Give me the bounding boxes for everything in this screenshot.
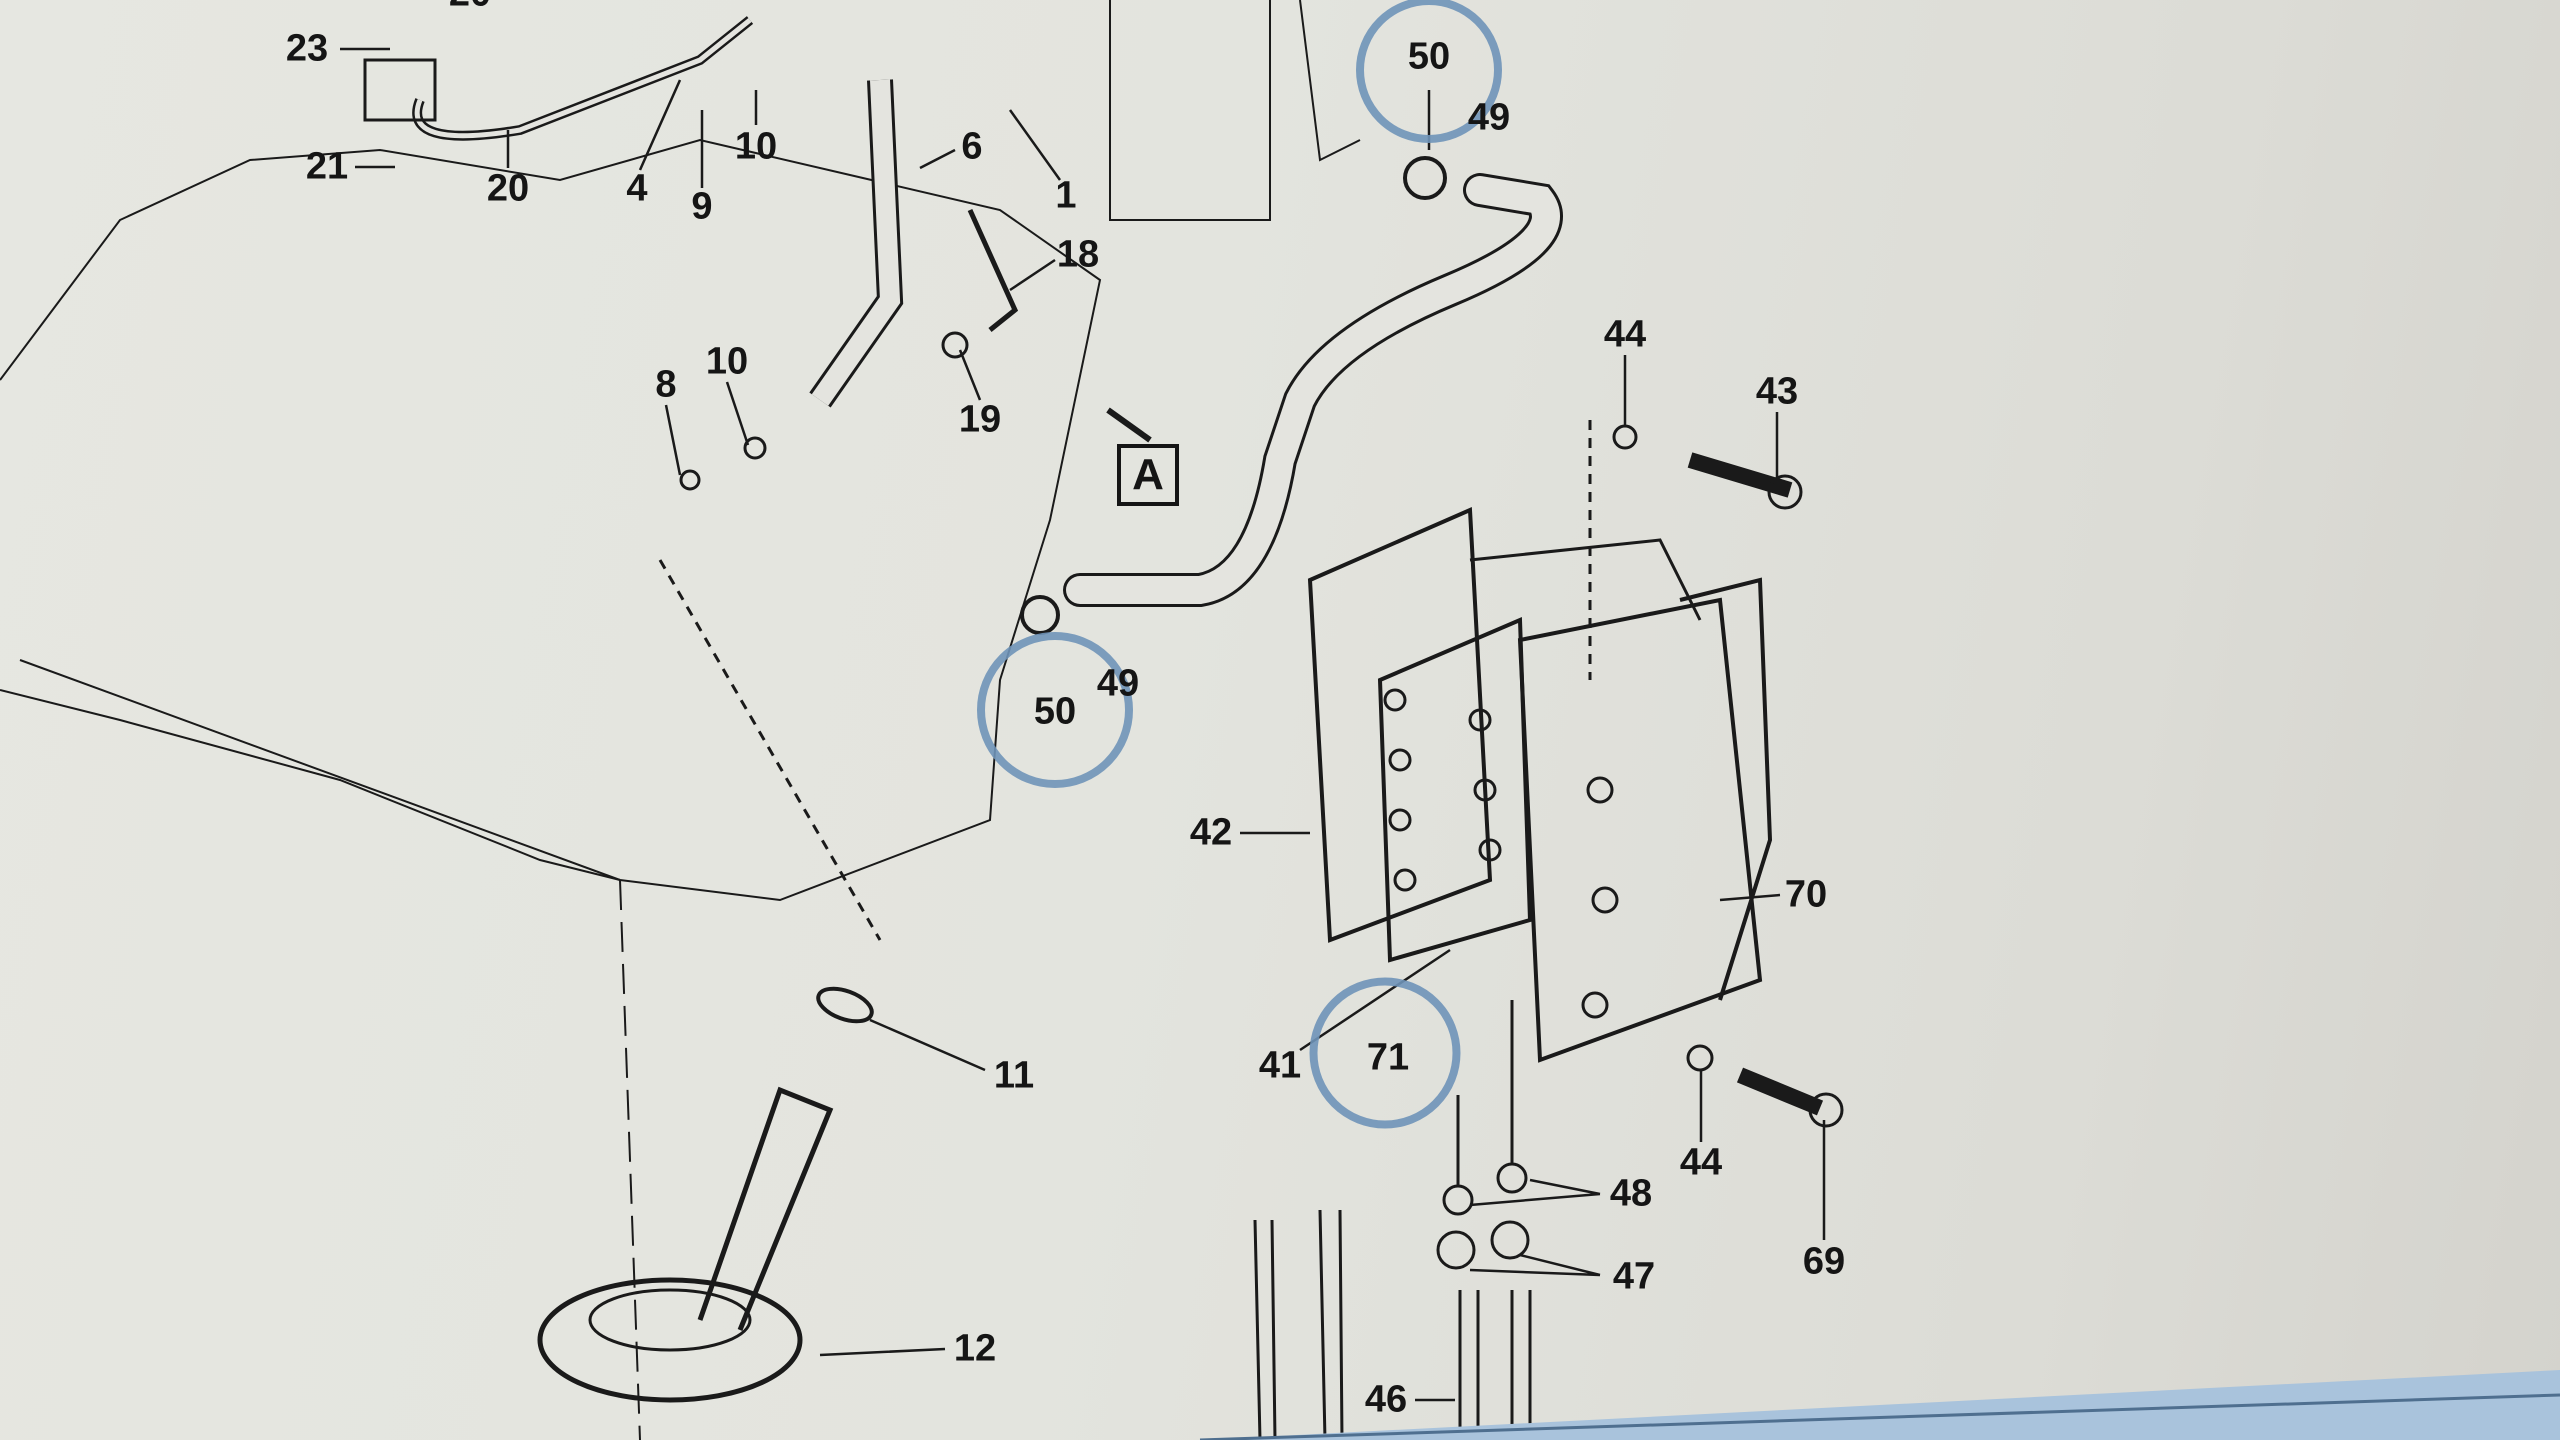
callout-4[interactable]: 4 (626, 167, 648, 210)
bracket-42 (1307, 507, 1493, 943)
view-marker-a[interactable]: A (1117, 444, 1179, 506)
callout-69[interactable]: 69 (1802, 1240, 1846, 1283)
callout-49-mid[interactable]: 49 (1096, 662, 1140, 705)
callout-70[interactable]: 70 (1784, 873, 1828, 916)
unit-70 (1517, 597, 1763, 1063)
callout-43[interactable]: 43 (1755, 370, 1799, 413)
highlight-ring-50-mid (977, 632, 1133, 788)
callout-46[interactable]: 46 (1364, 1378, 1408, 1421)
callout-19[interactable]: 19 (958, 398, 1002, 441)
callout-42[interactable]: 42 (1189, 811, 1233, 854)
callout-20[interactable]: 20 (486, 167, 530, 210)
highlight-ring-50-top (1356, 0, 1502, 143)
callout-6[interactable]: 6 (961, 125, 983, 168)
callout-9[interactable]: 9 (691, 185, 713, 228)
callout-44-bottom[interactable]: 44 (1679, 1141, 1723, 1184)
callout-41[interactable]: 41 (1258, 1044, 1302, 1087)
callout-71[interactable]: 71 (1366, 1036, 1410, 1079)
callout-50-top[interactable]: 50 (1407, 35, 1451, 78)
callout-21[interactable]: 21 (305, 145, 349, 188)
callout-23[interactable]: 23 (285, 27, 329, 70)
callout-11[interactable]: 11 (993, 1054, 1035, 1097)
callout-49-top[interactable]: 49 (1467, 96, 1511, 139)
callout-10b[interactable]: 10 (705, 340, 749, 383)
callout-1[interactable]: 1 (1055, 174, 1077, 217)
highlight-ring-71 (1309, 977, 1461, 1129)
valve-block (1377, 617, 1533, 963)
engine-block-outline (0, 138, 1102, 902)
callout-12[interactable]: 12 (953, 1327, 997, 1370)
callout-50-mid[interactable]: 50 (1033, 690, 1077, 733)
callout-48[interactable]: 48 (1609, 1172, 1653, 1215)
callout-47[interactable]: 47 (1612, 1255, 1656, 1298)
callout-18[interactable]: 18 (1056, 233, 1100, 276)
callout-10[interactable]: 10 (734, 125, 778, 168)
callout-44-top[interactable]: 44 (1603, 313, 1647, 356)
callout-20-partial[interactable]: 20 (449, 0, 491, 16)
callout-8[interactable]: 8 (655, 363, 677, 406)
